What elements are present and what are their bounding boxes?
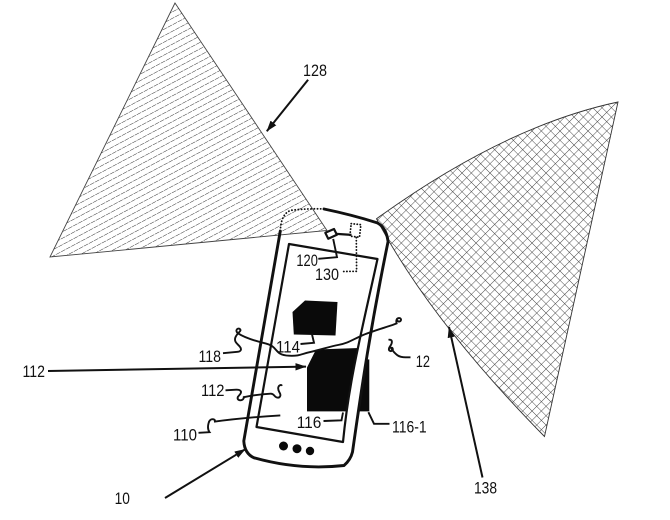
speaker-dot-1 [279, 441, 288, 451]
leader-118-wavy-line [222, 317, 402, 357]
label-128: 128 [303, 61, 327, 80]
leader-130-dotted [341, 236, 358, 273]
hidden-element-130 [348, 222, 362, 239]
projection-cone-128-edges [49, 2, 328, 258]
arrow-10 [164, 448, 246, 499]
label-116: 116 [297, 413, 322, 432]
label-10: 10 [115, 489, 130, 508]
camera-link-line [336, 232, 352, 236]
arrow-112-left [47, 363, 307, 372]
arrow-128 [266, 79, 309, 132]
leader-110 [198, 414, 281, 434]
label-112-mid: 112 [201, 381, 225, 400]
object-cube-114 [292, 300, 338, 336]
label-130: 130 [315, 265, 339, 284]
label-120: 120 [296, 251, 318, 270]
projection-cone-128 [50, 3, 327, 257]
smartphone-outline-hidden [279, 207, 325, 232]
label-118: 118 [199, 347, 222, 366]
arrow-138 [447, 326, 484, 478]
camera-fov-cone-138 [376, 102, 618, 437]
label-112-left: 112 [23, 362, 46, 381]
label-12: 12 [416, 352, 430, 371]
smartphone-outline [242, 207, 390, 469]
speaker-dot-3 [305, 446, 315, 456]
camera-fov-cone-138-edges [375, 101, 619, 438]
label-110: 110 [173, 426, 197, 445]
label-114: 114 [276, 338, 300, 357]
screen-outline [255, 242, 379, 444]
speaker-dots [279, 441, 315, 456]
leader-12-pigtail [387, 338, 411, 359]
leader-116 [323, 412, 344, 422]
label-138: 138 [474, 479, 497, 498]
leader-112-mid [225, 384, 283, 402]
leader-114 [300, 333, 316, 345]
label-116-1: 116-1 [392, 417, 427, 436]
leader-116-1 [367, 411, 390, 425]
leader-120 [318, 238, 339, 260]
bezel-stripe [345, 307, 374, 431]
speaker-dot-2 [292, 444, 302, 454]
